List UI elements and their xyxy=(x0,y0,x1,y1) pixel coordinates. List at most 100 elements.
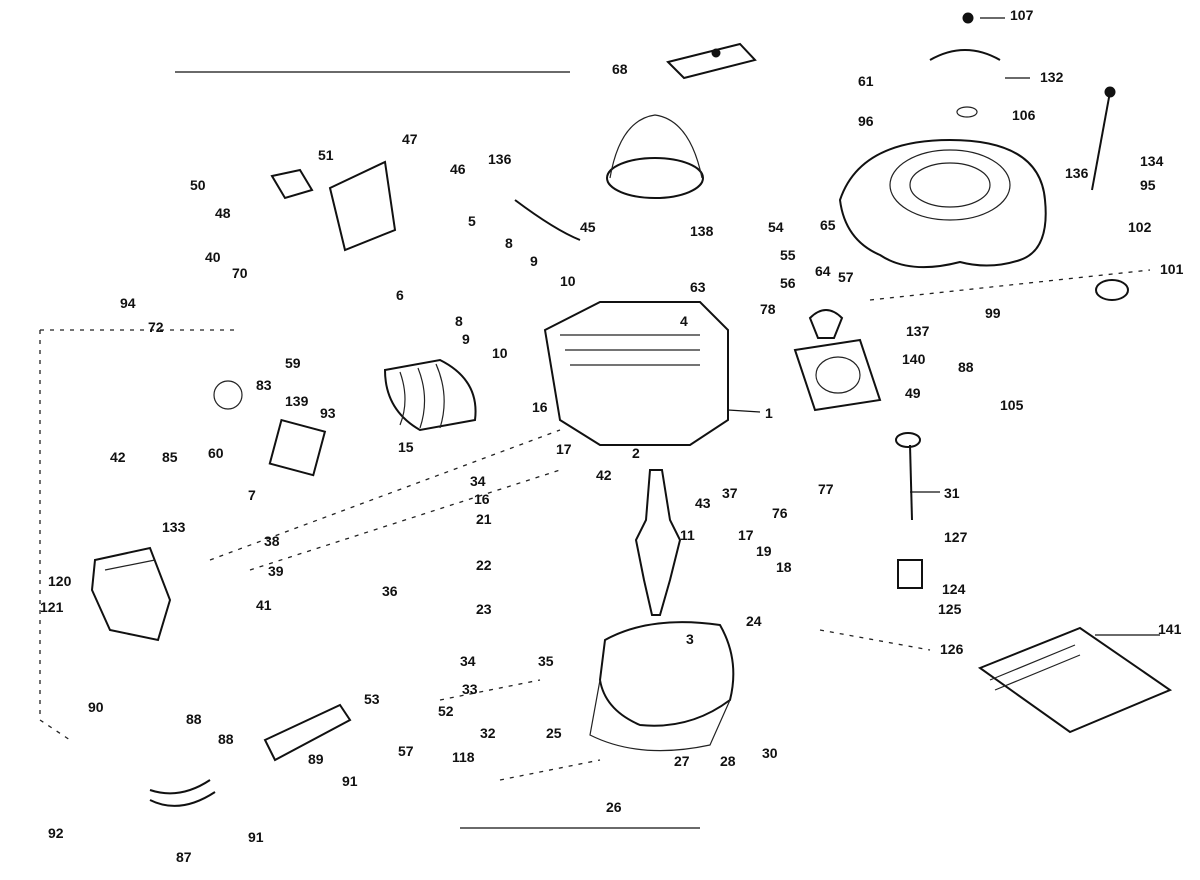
part-label: 139 xyxy=(285,393,309,409)
guide-right xyxy=(819,269,1151,651)
part-label: 15 xyxy=(398,439,414,455)
leader-1 xyxy=(727,409,761,413)
part-label: 88 xyxy=(958,359,974,375)
part-141-manual xyxy=(977,626,1173,734)
part-label: 57 xyxy=(398,743,414,759)
part-label: 1 xyxy=(765,405,773,421)
part-label: 133 xyxy=(162,519,186,535)
starter-handle xyxy=(808,309,844,339)
part-label: 25 xyxy=(546,725,562,741)
guide-mid xyxy=(209,429,561,571)
part-label: 56 xyxy=(780,275,796,291)
sump-skirt xyxy=(589,679,731,752)
part-11-crankshaft xyxy=(634,469,682,616)
part-136-head xyxy=(1104,86,1116,98)
part-31-dipstick xyxy=(909,444,913,521)
part-label: 34 xyxy=(470,473,486,489)
part-label: 42 xyxy=(596,467,612,483)
part-label: 77 xyxy=(818,481,834,497)
guide-lower xyxy=(439,679,601,781)
part-label: 136 xyxy=(488,151,512,167)
part-label: 18 xyxy=(776,559,792,575)
part-label: 30 xyxy=(762,745,778,761)
part-label: 50 xyxy=(190,177,206,193)
part-label: 9 xyxy=(530,253,538,269)
part-label: 88 xyxy=(186,711,202,727)
part-87-pipe xyxy=(149,779,211,795)
part-label: 134 xyxy=(1140,153,1164,169)
part-label: 31 xyxy=(944,485,960,501)
engine-fins xyxy=(560,334,700,366)
part-label: 8 xyxy=(455,313,463,329)
part-68-plate xyxy=(666,42,757,80)
screen-dome xyxy=(609,114,703,179)
part-label: 2 xyxy=(632,445,640,461)
part-label: 96 xyxy=(858,113,874,129)
part-label: 16 xyxy=(474,491,490,507)
part-120-muffler xyxy=(90,546,172,642)
part-label: 90 xyxy=(88,699,104,715)
part-label: 39 xyxy=(268,563,284,579)
part-label: 16 xyxy=(532,399,548,415)
part-label: 9 xyxy=(462,331,470,347)
part-132-cap xyxy=(929,49,1001,61)
part-label: 57 xyxy=(838,269,854,285)
blower-housing xyxy=(838,138,1047,269)
part-label: 95 xyxy=(1140,177,1156,193)
part-label: 53 xyxy=(364,691,380,707)
part-label: 22 xyxy=(476,557,492,573)
part-label: 4 xyxy=(680,313,688,329)
part-label: 141 xyxy=(1158,621,1182,637)
part-label: 26 xyxy=(606,799,622,815)
part-124-tube xyxy=(897,559,923,589)
part-labels: 107 132 106 61 96 134 136 95 102 101 99 … xyxy=(40,7,1184,865)
part-label: 43 xyxy=(695,495,711,511)
part-label: 52 xyxy=(438,703,454,719)
part-label: 65 xyxy=(820,217,836,233)
part-label: 89 xyxy=(308,751,324,767)
part-51-coil xyxy=(270,168,314,200)
part-label: 45 xyxy=(580,219,596,235)
part-label: 6 xyxy=(396,287,404,303)
part-label: 51 xyxy=(318,147,334,163)
screen-cover xyxy=(606,157,704,199)
part-68-fastener xyxy=(711,48,721,58)
part-label: 87 xyxy=(176,849,192,865)
part-label: 93 xyxy=(320,405,336,421)
part-label: 38 xyxy=(264,533,280,549)
part-label: 136 xyxy=(1065,165,1089,181)
part-label: 54 xyxy=(768,219,784,235)
part-label: 7 xyxy=(248,487,256,503)
engine-block xyxy=(543,301,729,446)
part-45-wire xyxy=(514,199,581,241)
part-label: 140 xyxy=(902,351,926,367)
part-label: 21 xyxy=(476,511,492,527)
part-label: 5 xyxy=(468,213,476,229)
part-label: 46 xyxy=(450,161,466,177)
part-label: 138 xyxy=(690,223,714,239)
blower-housing-opening xyxy=(889,149,1011,221)
part-label: 124 xyxy=(942,581,966,597)
part-label: 28 xyxy=(720,753,736,769)
part-label: 34 xyxy=(460,653,476,669)
part-label: 3 xyxy=(686,631,694,647)
part-label: 48 xyxy=(215,205,231,221)
part-102-knob xyxy=(1095,279,1129,301)
part-label: 11 xyxy=(680,527,695,543)
part-label: 47 xyxy=(402,131,418,147)
part-label: 17 xyxy=(738,527,754,543)
starter-pulley xyxy=(815,356,861,394)
part-label: 126 xyxy=(940,641,964,657)
part-label: 42 xyxy=(110,449,126,465)
part-label: 99 xyxy=(985,305,1001,321)
carburetor xyxy=(268,418,327,477)
part-label: 83 xyxy=(256,377,272,393)
part-label: 120 xyxy=(48,573,72,589)
blower-housing-inner xyxy=(909,162,991,208)
part-label: 61 xyxy=(858,73,874,89)
part-label: 76 xyxy=(772,505,788,521)
part-label: 37 xyxy=(722,485,738,501)
part-label: 19 xyxy=(756,543,772,559)
part-label: 91 xyxy=(248,829,264,845)
